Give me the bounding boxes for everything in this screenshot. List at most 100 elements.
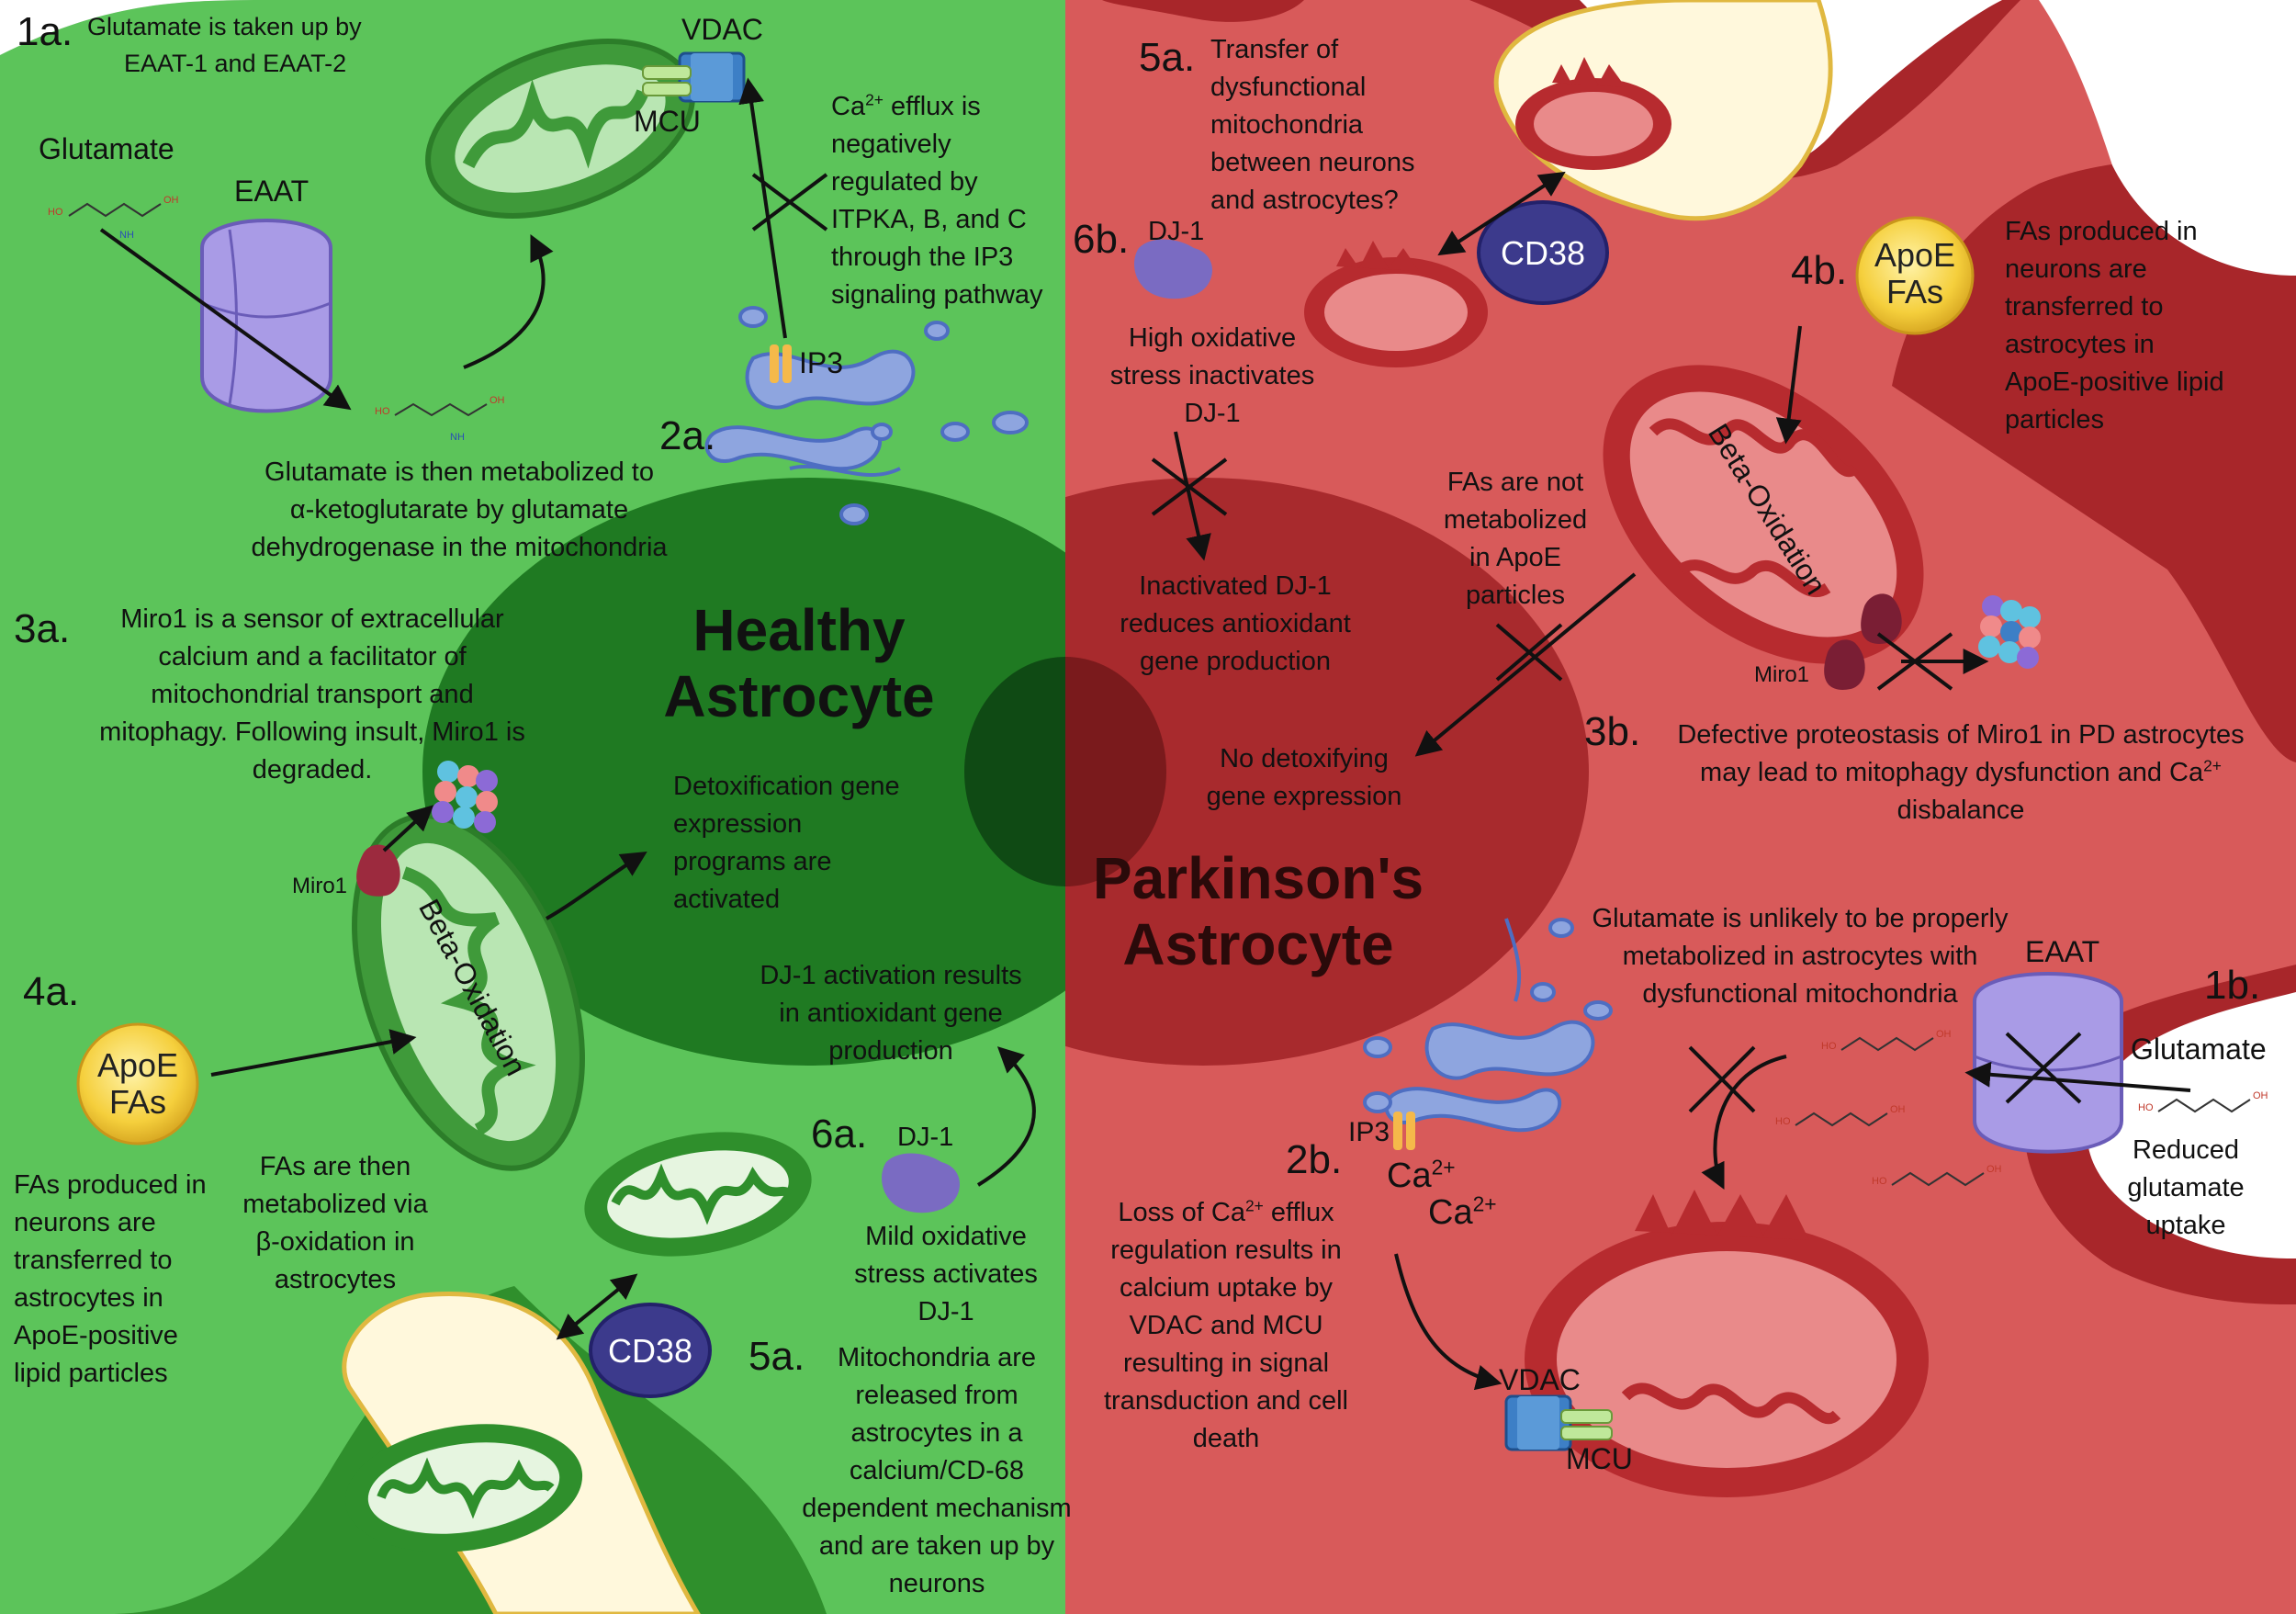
healthy-metab-line2: α-ketoglutarate by glutamate (289, 495, 629, 525)
pd-mcu-label: MCU (1566, 1442, 1633, 1475)
pd-glutamate-label: Glutamate (2131, 1033, 2267, 1066)
pd-ca-ion-2-sup: 2+ (1472, 1191, 1497, 1216)
healthy-fas-line3: transferred to (14, 1246, 173, 1275)
healthy-apoe-label-2: FAs (109, 1083, 166, 1121)
healthy-mild-line1: Mild oxidative (865, 1222, 1027, 1251)
pd-glut-line3: dysfunctional mitochondria (1642, 979, 1958, 1009)
healthy-fas-metab-line2: metabolized via (242, 1190, 428, 1219)
pd-transfer-line3: mitochondria (1210, 110, 1364, 140)
chem-oh-4: OH (1890, 1104, 1906, 1115)
healthy-miro-line1: Miro1 is a sensor of extracellular (120, 604, 504, 634)
chem-ho-4: HO (1775, 1116, 1791, 1127)
healthy-step-6a: 6a. (811, 1112, 868, 1157)
pd-transfer-text: Transfer of dysfunctional mitochondria b… (1210, 31, 1415, 220)
pd-proteostasis-text: Defective proteostasis of Miro1 in PD as… (1644, 717, 2278, 830)
pd-ca-ion-2: Ca2+ (1428, 1191, 1497, 1232)
pd-fas-line4: astrocytes in (2005, 330, 2155, 359)
healthy-ca-line2: negatively (831, 130, 951, 159)
healthy-step-3a: 3a. (14, 606, 71, 651)
pd-dj1-protein (1134, 239, 1212, 299)
pd-transfer-line1: Transfer of (1210, 35, 1339, 64)
healthy-title-line1: Healthy (692, 597, 906, 663)
pd-prot-line2-text: may lead to mitophagy dysfunction and Ca (1700, 758, 2204, 787)
pd-high-line1: High oxidative (1128, 323, 1297, 353)
pd-dysfunctional-mitochondrion-bottom (1525, 1190, 1929, 1497)
pd-step-4b: 4b. (1791, 248, 1848, 293)
pd-miro1 (1824, 593, 1902, 690)
healthy-1a-line1: Glutamate is taken up by (87, 13, 362, 40)
pd-loss-line5: resulting in signal (1122, 1349, 1330, 1378)
pd-loss-line7: death (1192, 1424, 1260, 1453)
healthy-apoe-label-1: ApoE (97, 1046, 178, 1084)
healthy-ca-line6: signaling pathway (831, 280, 1043, 310)
healthy-dj1-activation-text: DJ-1 activation results in antioxidant g… (698, 957, 1084, 1070)
healthy-release-line6: and are taken up by (818, 1531, 1055, 1561)
healthy-beta-oxidation-mitochondrion (352, 813, 585, 1171)
chem-oh-3: OH (1936, 1029, 1952, 1040)
pd-nucleus (1065, 478, 1589, 1066)
healthy-dj1act-line2: in antioxidant gene (779, 999, 1003, 1028)
chem-ho-6: HO (2138, 1102, 2154, 1113)
healthy-detox-line3: programs are (673, 847, 832, 876)
chem-oh-1: OH (163, 195, 179, 206)
chem-nh2-1: NH (119, 230, 134, 241)
healthy-vdac-label: VDAC (681, 13, 763, 46)
pd-ca-ion-1: Ca2+ (1387, 1157, 1456, 1195)
pd-nodetox-line1: No detoxifying (1220, 744, 1389, 773)
pd-inact-line3: gene production (1140, 647, 1331, 676)
healthy-cd38-label: CD38 (608, 1332, 692, 1370)
healthy-eaat-transporter (200, 219, 332, 413)
healthy-step-4a: 4a. (23, 969, 80, 1014)
healthy-proteasome (432, 761, 498, 833)
chem-ho-3: HO (1821, 1041, 1837, 1052)
healthy-title: Healthy Astrocyte (597, 597, 1001, 729)
pd-title: Parkinson's Astrocyte (1038, 845, 1479, 977)
pd-ip3-label: IP3 (1348, 1117, 1390, 1147)
pd-apoe-label-1: ApoE (1874, 236, 1955, 274)
healthy-ca-line4: ITPKA, B, and C (831, 205, 1027, 234)
healthy-fas-line4: astrocytes in (14, 1283, 163, 1313)
pd-step-5a: 5a. (1139, 35, 1196, 80)
pd-fas-line3: transferred to (2005, 292, 2164, 322)
healthy-fas-line1: FAs produced in (14, 1170, 207, 1200)
pd-loss-text: Loss of Ca2+ efflux regulation results i… (1079, 1194, 1373, 1458)
pd-transfer-line2: dysfunctional (1210, 73, 1367, 102)
pd-inact-line1: Inactivated DJ-1 (1139, 571, 1332, 601)
pd-loss-line4: VDAC and MCU (1129, 1311, 1323, 1340)
pd-fas-line2: neurons are (2005, 254, 2147, 284)
pd-step-3b: 3b. (1584, 709, 1641, 754)
healthy-metabolism-text: Glutamate is then metabolized to α-ketog… (211, 454, 707, 567)
healthy-ca-line3: regulated by (831, 167, 978, 197)
healthy-ca-word: Ca (831, 92, 866, 121)
healthy-step-2a: 2a. (659, 413, 716, 458)
healthy-fas-line5: ApoE-positive (14, 1321, 178, 1350)
healthy-step-5a: 5a. (748, 1334, 805, 1379)
pd-high-line3: DJ-1 (1184, 399, 1241, 428)
pd-reduced-line1: Reduced (2132, 1135, 2240, 1165)
healthy-miro1-label: Miro1 (292, 874, 348, 898)
healthy-ca-efflux-text: Ca2+ efflux is negatively regulated by I… (831, 88, 1043, 314)
pd-inactivated-text: Inactivated DJ-1 reduces antioxidant gen… (1093, 568, 1378, 681)
healthy-detox-text: Detoxification gene expression programs … (673, 768, 900, 919)
healthy-mito-release-text: Mitochondria are released from astrocyte… (799, 1339, 1075, 1603)
healthy-dj1-label: DJ-1 (897, 1123, 954, 1152)
pd-fas-not-text: FAs are not metabolized in ApoE particle… (1405, 464, 1626, 615)
pd-no-detox-text: No detoxifying gene expression (1185, 740, 1424, 816)
healthy-fas-produced-text: FAs produced in neurons are transferred … (14, 1167, 207, 1393)
healthy-vdac-mcu-channel (642, 51, 746, 103)
pd-ca-ion-1-text: Ca (1387, 1157, 1432, 1195)
healthy-mild-line2: stress activates (854, 1259, 1038, 1289)
pd-fasnot-line4: particles (1466, 581, 1565, 610)
pd-glut-line1: Glutamate is unlikely to be properly (1592, 904, 2009, 933)
pd-inact-line2: reduces antioxidant (1120, 609, 1351, 638)
healthy-title-line2: Astrocyte (663, 663, 935, 729)
healthy-ca-efflux-word: efflux is (890, 92, 981, 121)
pd-fas-line5: ApoE-positive lipid (2005, 367, 2224, 397)
healthy-miro-line5: degraded. (252, 755, 373, 784)
healthy-apoe-particle (76, 1022, 199, 1146)
pd-fas-produced-text: FAs produced in neurons are transferred … (2005, 213, 2224, 439)
healthy-release-line2: released from (855, 1381, 1019, 1410)
healthy-glutamate-label: Glutamate (39, 132, 174, 165)
pd-high-stress-text: High oxidative stress inactivates DJ-1 (1088, 320, 1336, 433)
chem-oh-5: OH (1986, 1164, 2002, 1175)
